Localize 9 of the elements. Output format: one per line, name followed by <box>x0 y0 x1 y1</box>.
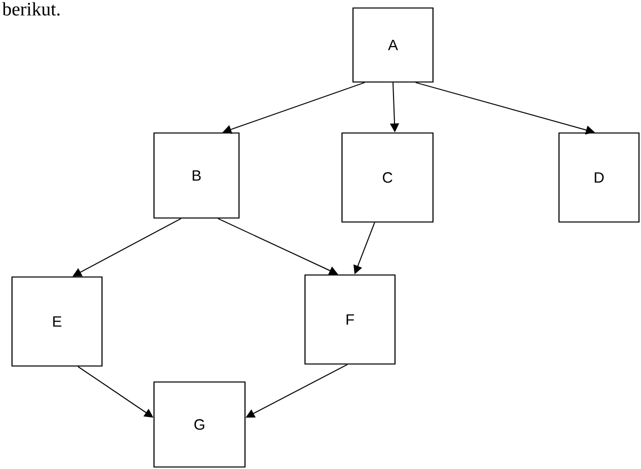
arrow <box>72 218 182 276</box>
process-box: B <box>153 132 240 219</box>
process-box: A <box>352 7 434 83</box>
caption-text: berikut. <box>2 2 60 16</box>
process-box: F <box>304 274 396 365</box>
process-box: D <box>558 132 640 223</box>
process-box: E <box>11 276 103 367</box>
process-box: C <box>341 132 434 223</box>
process-box: G <box>153 381 246 468</box>
